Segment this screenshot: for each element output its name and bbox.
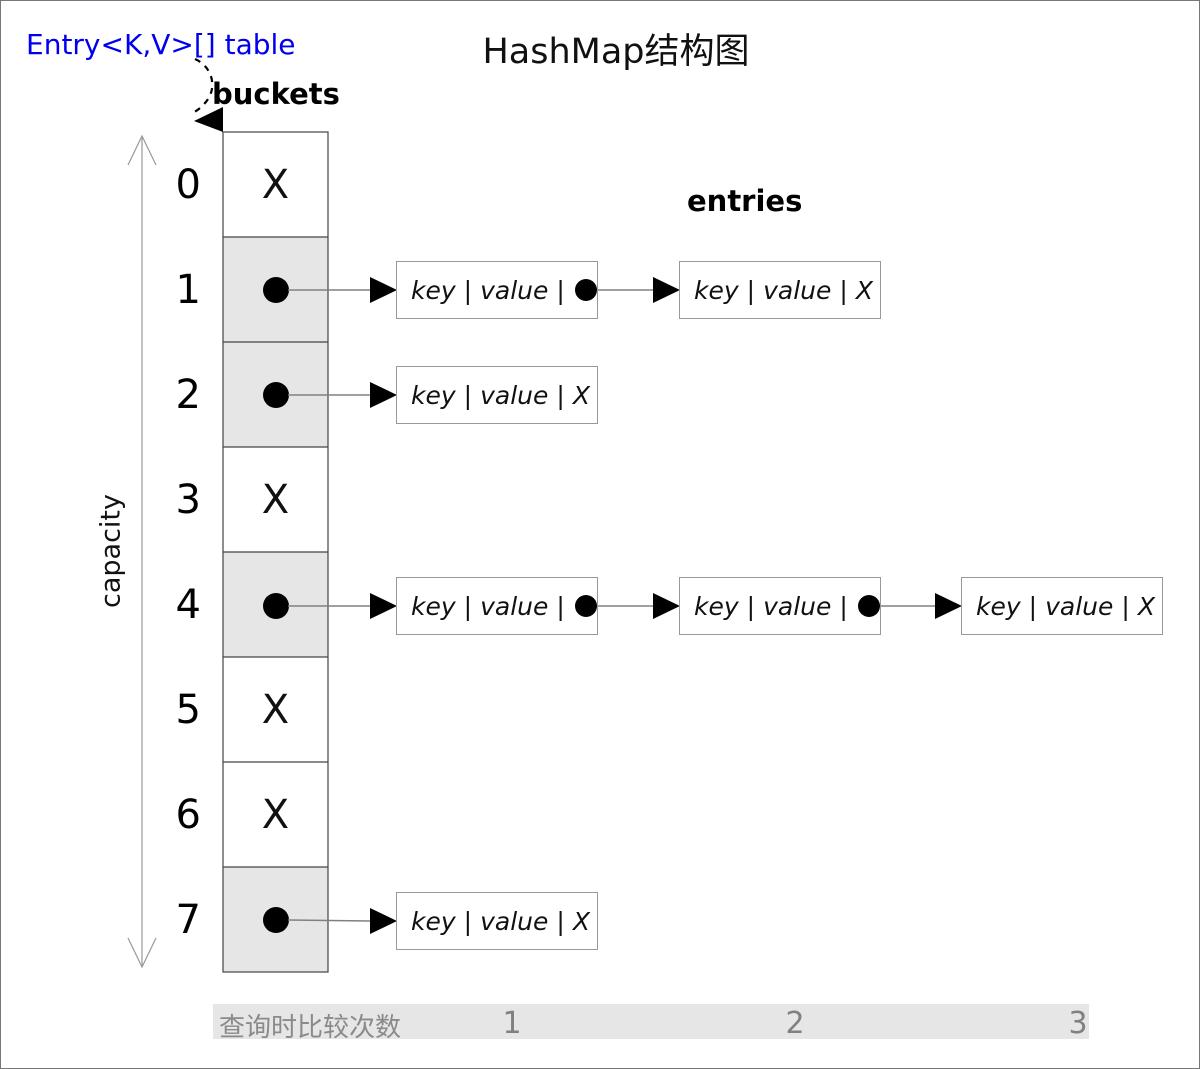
- bucket-index-2: 2: [175, 371, 201, 418]
- entry-separator: |: [1121, 591, 1130, 621]
- bucket4-pointer-dot: [263, 593, 289, 619]
- bucket-cell-6-empty: X: [261, 791, 290, 838]
- entry-separator: |: [556, 380, 565, 410]
- comparison-count-1: 1: [502, 1006, 522, 1041]
- entry-key: key: [694, 275, 739, 305]
- bucket1-pointer-dot: [263, 277, 289, 303]
- entry-separator: |: [746, 591, 756, 621]
- bucket-cell-0-empty: X: [261, 161, 290, 208]
- entry-key: key: [411, 275, 456, 305]
- entry-value: value: [480, 906, 549, 936]
- lookup-comparisons-bar: 查询时比较次数 1 2 3: [213, 1004, 1089, 1043]
- bucket7-pointer-dot: [263, 907, 289, 933]
- entry-separator: |: [463, 275, 473, 305]
- entry-key: key: [694, 591, 739, 621]
- entry-value: value: [763, 275, 832, 305]
- comparison-count-2: 2: [785, 1006, 805, 1041]
- next-pointer-dot-icon: [574, 595, 597, 617]
- entry-key: key: [411, 591, 456, 621]
- bucket-index-0: 0: [175, 161, 201, 208]
- entry-box-b2-0: key | value | X: [396, 366, 598, 424]
- entry-box-b7-0: key | value | X: [396, 892, 598, 950]
- entry-separator: |: [463, 591, 473, 621]
- lookup-comparisons-label: 查询时比较次数: [219, 1013, 402, 1043]
- entry-box-b4-1: key | value |: [679, 577, 881, 635]
- entries-label: entries: [687, 184, 803, 218]
- entry-value: value: [763, 591, 832, 621]
- bucket-cell-3-empty: X: [261, 476, 290, 523]
- table-type-label: Entry<K,V>[] table: [26, 28, 296, 61]
- entry-key: key: [976, 591, 1021, 621]
- entry-separator: |: [556, 591, 565, 621]
- entry-separator: |: [463, 906, 473, 936]
- next-pointer-dot-icon: [857, 595, 880, 617]
- bucket-index-3: 3: [175, 476, 201, 523]
- entry-key: key: [411, 380, 456, 410]
- entry-box-b4-0: key | value |: [396, 577, 598, 635]
- entry-value: value: [480, 275, 549, 305]
- entry-separator: |: [556, 275, 565, 305]
- null-next-marker: X: [572, 380, 590, 410]
- entry-separator: |: [839, 591, 848, 621]
- bucket-index-4: 4: [175, 581, 201, 628]
- entry-separator: |: [556, 906, 565, 936]
- entry-separator: |: [839, 275, 848, 305]
- bucket2-pointer-dot: [263, 382, 289, 408]
- comparison-count-3: 3: [1068, 1006, 1088, 1041]
- bucket-index-6: 6: [175, 791, 201, 838]
- null-next-marker: X: [1137, 591, 1155, 621]
- entry-separator: |: [746, 275, 756, 305]
- entry-value: value: [1045, 591, 1114, 621]
- bucket-index-1: 1: [175, 266, 201, 313]
- entry-key: key: [411, 906, 456, 936]
- bucket-index-7: 7: [175, 896, 201, 943]
- next-pointer-dot-icon: [574, 279, 597, 301]
- bucket-cell-5-empty: X: [261, 686, 290, 733]
- diagram-title: HashMap结构图: [482, 32, 750, 72]
- entry-box-b4-2: key | value | X: [961, 577, 1163, 635]
- null-next-marker: X: [572, 906, 590, 936]
- entry-box-b1-1: key | value | X: [679, 261, 881, 319]
- entry-separator: |: [463, 380, 473, 410]
- entry-value: value: [480, 380, 549, 410]
- null-next-marker: X: [855, 275, 873, 305]
- entry-separator: |: [1028, 591, 1038, 621]
- entry-value: value: [480, 591, 549, 621]
- bucket-index-5: 5: [175, 686, 201, 733]
- buckets-label: buckets: [212, 77, 340, 111]
- entry-box-b1-0: key | value |: [396, 261, 598, 319]
